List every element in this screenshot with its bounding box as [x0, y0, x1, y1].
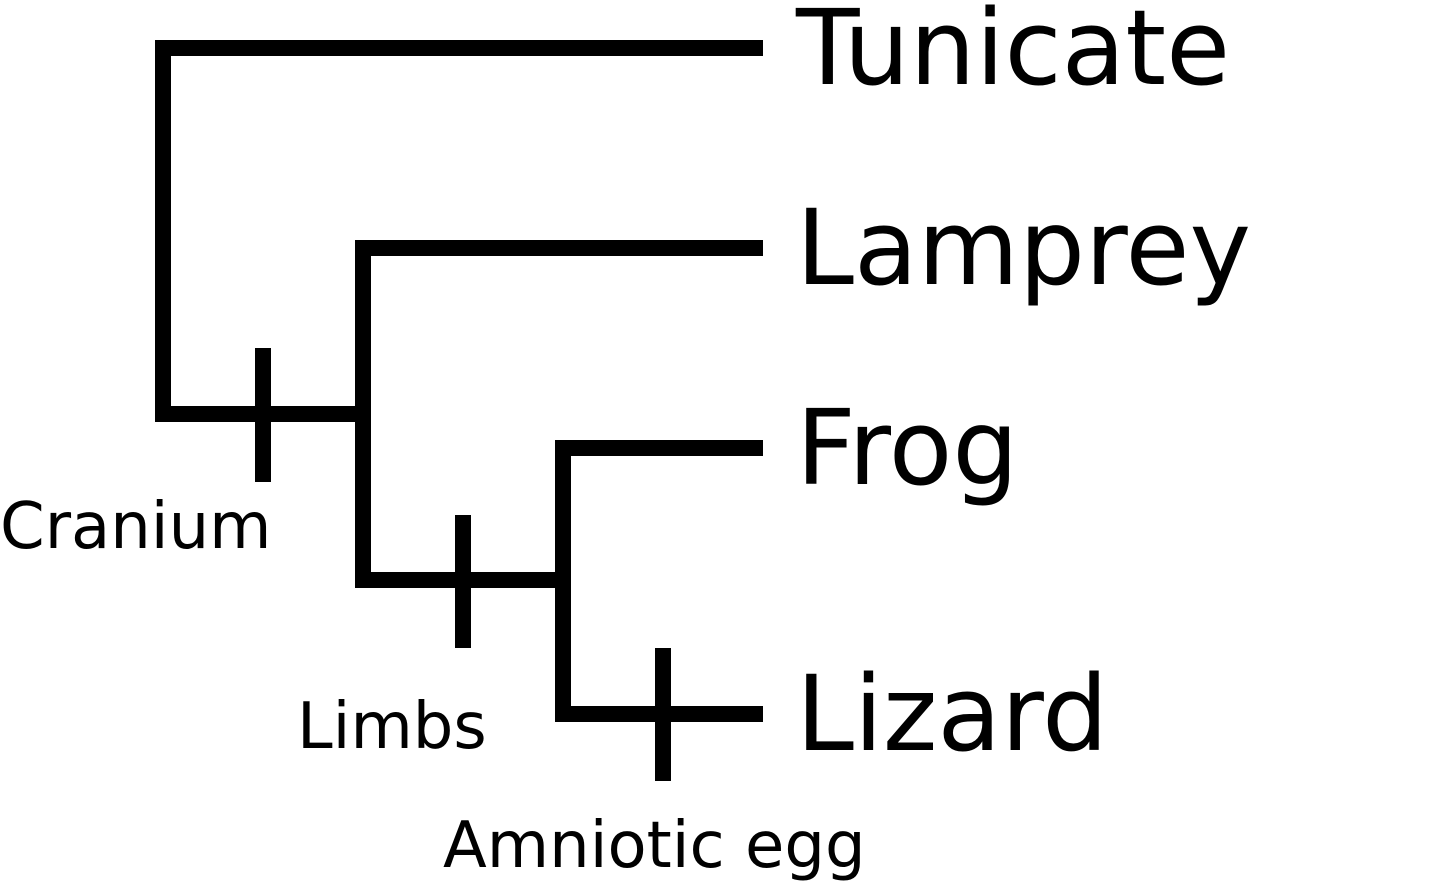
taxon-label-frog: Frog — [796, 387, 1018, 509]
taxon-label-tunicate: Tunicate — [795, 0, 1230, 109]
trait-label-limbs: Limbs — [297, 690, 487, 764]
taxon-label-lizard: Lizard — [796, 653, 1108, 775]
taxon-label-lamprey: Lamprey — [796, 187, 1251, 309]
branch-root — [155, 40, 763, 422]
trait-label-amniotic-egg: Amniotic egg — [443, 809, 866, 882]
trait-label-cranium: Cranium — [0, 490, 271, 564]
